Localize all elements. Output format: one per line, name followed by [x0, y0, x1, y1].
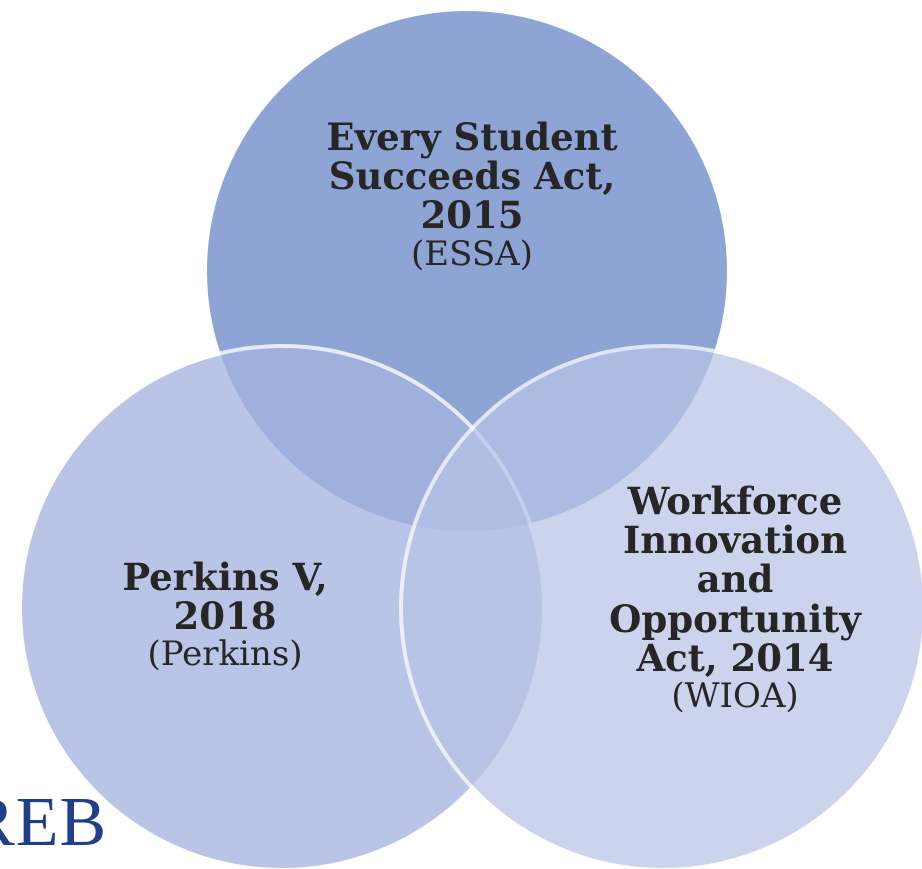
- label-wioa: Workforce Innovation and Opportunity Act…: [555, 479, 915, 717]
- label-essa: Every Student Succeeds Act, 2015 (ESSA): [272, 115, 672, 274]
- wioa-abbreviation: (WIOA): [671, 676, 799, 717]
- reb-logo: REB: [0, 784, 108, 861]
- label-perkins: Perkins V, 2018 (Perkins): [60, 555, 390, 675]
- perkins-abbreviation: (Perkins): [147, 634, 303, 675]
- essa-title: Every Student Succeeds Act, 2015: [326, 115, 618, 238]
- essa-abbreviation: (ESSA): [411, 233, 533, 274]
- wioa-title: Workforce Innovation and Opportunity Act…: [609, 479, 861, 680]
- perkins-title: Perkins V, 2018: [122, 555, 328, 639]
- circle-wioa: [399, 344, 922, 869]
